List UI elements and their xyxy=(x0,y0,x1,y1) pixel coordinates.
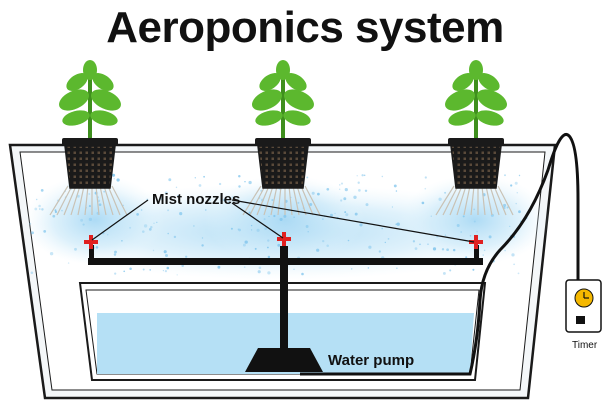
vertical-pipe xyxy=(280,246,288,354)
mist-cloud xyxy=(20,173,550,280)
pump-base xyxy=(245,348,323,372)
net-pot-icon xyxy=(62,138,118,189)
diagram-title: Aeroponics system xyxy=(106,3,504,52)
net-pot-icon xyxy=(448,138,504,189)
nozzle-icon xyxy=(84,235,98,249)
power-cable xyxy=(300,133,580,376)
water-pump-label: Water pump xyxy=(328,352,414,369)
leader-lines xyxy=(91,199,475,243)
timer-label: Timer xyxy=(572,340,598,351)
net-pot-icon xyxy=(255,138,311,189)
nozzle-icon xyxy=(469,235,483,249)
mist-nozzles-label: Mist nozzles xyxy=(152,191,240,208)
nozzle-riser-left xyxy=(89,245,94,260)
plants xyxy=(49,60,514,216)
plant-icon xyxy=(435,60,514,216)
plant-icon xyxy=(49,60,128,216)
nozzle-icon xyxy=(277,232,291,246)
nozzle-riser-right xyxy=(474,245,479,260)
plant-icon xyxy=(242,60,321,216)
timer-icon xyxy=(565,279,602,333)
pipe-system xyxy=(88,245,483,372)
